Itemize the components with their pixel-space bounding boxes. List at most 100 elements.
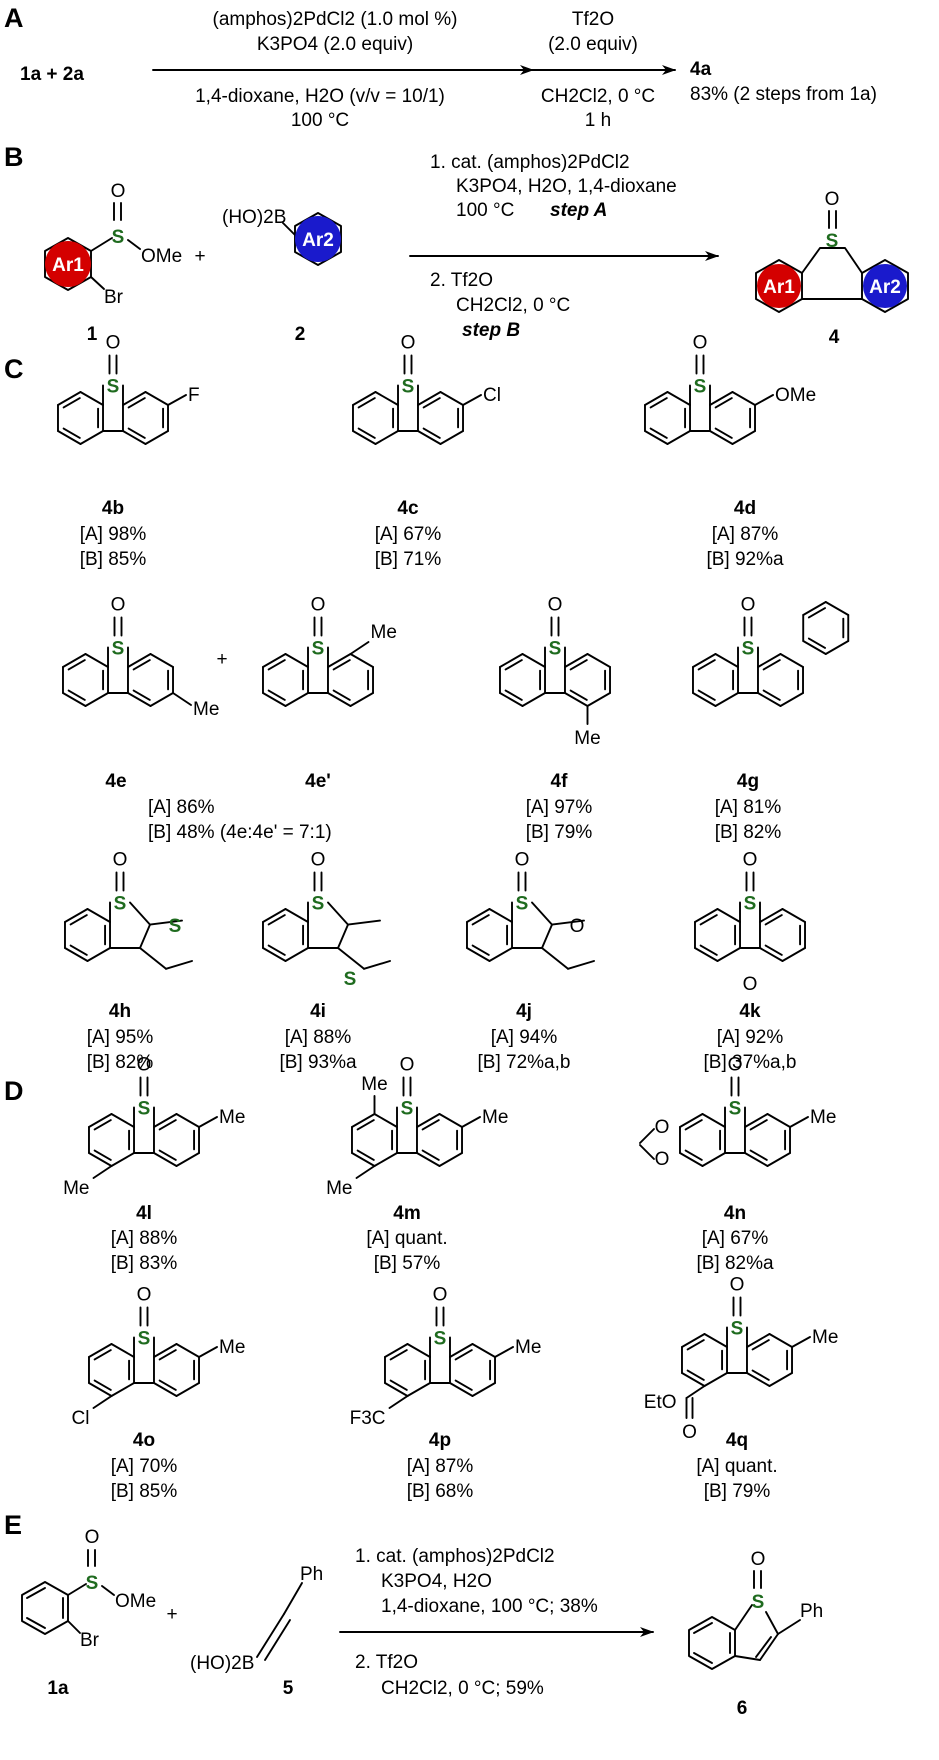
panel-b-step-a: step A — [550, 200, 607, 221]
bond — [363, 960, 391, 970]
yield-b-4o: [B] 85% — [111, 1481, 178, 1502]
benzene-ring-6 — [688, 1616, 736, 1670]
ar2-circle-2 — [295, 216, 341, 262]
bond — [79, 430, 104, 445]
plus-sign: + — [166, 1604, 177, 1625]
yield-b-4e: [B] 48% (4e:4e' = 7:1) — [148, 822, 332, 843]
bond — [86, 947, 111, 962]
bond — [644, 430, 669, 445]
bond — [349, 641, 370, 655]
bond — [679, 1113, 704, 1128]
bond — [122, 391, 147, 406]
bond — [347, 919, 381, 926]
bond — [764, 914, 783, 926]
compound-label-4j: 4j — [516, 1001, 532, 1022]
bond — [751, 1339, 770, 1351]
bond — [327, 901, 349, 926]
bond — [504, 659, 523, 671]
bond — [67, 659, 86, 671]
bond — [175, 1152, 200, 1167]
atom-label: Me — [810, 1107, 836, 1128]
bond — [416, 1152, 441, 1167]
bond — [681, 1372, 706, 1387]
methoxy-label: OMe — [141, 246, 182, 267]
panel-a-cond2-bot1: CH2Cl2, 0 °C — [541, 86, 655, 107]
atom-label: Me — [574, 728, 600, 749]
yield-b-4p: [B] 68% — [407, 1481, 474, 1502]
panel-b-step1-2: K3PO4, H2O, 1,4-dioxane — [456, 176, 677, 197]
bond — [686, 1369, 705, 1381]
bond — [64, 947, 89, 962]
yield-b-4i: [B] 93%a — [279, 1052, 357, 1073]
atom-label: O — [548, 595, 563, 616]
atom-label: O — [311, 850, 326, 871]
bond — [649, 427, 668, 439]
bond — [757, 653, 782, 668]
bond — [701, 1152, 726, 1167]
atom-label: F — [188, 385, 200, 406]
bond — [421, 1149, 440, 1161]
bond — [62, 397, 81, 409]
bond — [69, 914, 88, 926]
bond — [684, 1119, 703, 1131]
bond — [198, 1346, 218, 1358]
bond — [699, 914, 718, 926]
bond — [639, 1144, 655, 1160]
compound-label-4c: 4c — [397, 498, 419, 519]
yield-b-4h: [B] 82% — [87, 1052, 154, 1073]
bond — [762, 689, 781, 701]
bond — [352, 391, 377, 406]
bond — [569, 689, 588, 701]
panel-b-step2-2: CH2Cl2, 0 °C — [456, 295, 570, 316]
bond — [198, 1116, 218, 1128]
bond — [389, 1379, 408, 1391]
bond — [384, 1343, 409, 1358]
bond — [132, 659, 151, 671]
bond — [122, 430, 147, 445]
phenyl-label: Ph — [300, 1564, 323, 1585]
bond — [262, 908, 287, 923]
compound-label-4e-prime: 4e' — [305, 771, 331, 792]
bond — [262, 653, 287, 668]
panel-a-cond1-bot1: 1,4-dioxane, H2O (v/v = 10/1) — [195, 86, 445, 107]
bond — [679, 1152, 704, 1167]
bond — [283, 1582, 303, 1615]
bond — [781, 908, 806, 923]
bond — [389, 1349, 408, 1361]
atom-label: S — [169, 916, 182, 937]
bond — [64, 908, 89, 923]
atom-label: Me — [371, 622, 397, 643]
bond — [746, 1372, 771, 1387]
bond — [351, 1113, 376, 1128]
bond — [685, 1385, 706, 1399]
bond — [349, 653, 374, 668]
bond — [406, 1343, 431, 1358]
ar2-circle-4 — [863, 264, 907, 308]
yield-a-4h: [A] 95% — [87, 1027, 154, 1048]
bond — [649, 397, 668, 409]
bond — [639, 1128, 655, 1144]
compound-label-4m: 4m — [393, 1203, 420, 1224]
bond — [734, 1604, 753, 1631]
yield-b-4m: [B] 57% — [374, 1253, 441, 1274]
bond — [110, 1382, 135, 1397]
atom-label: O — [401, 333, 416, 354]
bond — [349, 692, 374, 707]
bond — [531, 901, 553, 926]
yield-a-4k: [A] 92% — [717, 1027, 784, 1048]
atom-label: S — [434, 1329, 447, 1350]
atom-label: O — [137, 1285, 152, 1306]
bond — [789, 1116, 809, 1128]
panel-a-cond1-top2: K3PO4 (2.0 equiv) — [257, 34, 413, 55]
bond — [88, 1152, 113, 1167]
bond — [88, 1113, 113, 1128]
bond — [449, 1382, 474, 1397]
section-label-b: B — [4, 142, 24, 172]
bond — [759, 908, 784, 923]
bond — [569, 659, 588, 671]
bond — [714, 427, 733, 439]
atom-label: OMe — [775, 385, 816, 406]
bond — [282, 222, 297, 237]
compound-label-4i: 4i — [310, 1001, 326, 1022]
atom-label: S — [107, 377, 120, 398]
